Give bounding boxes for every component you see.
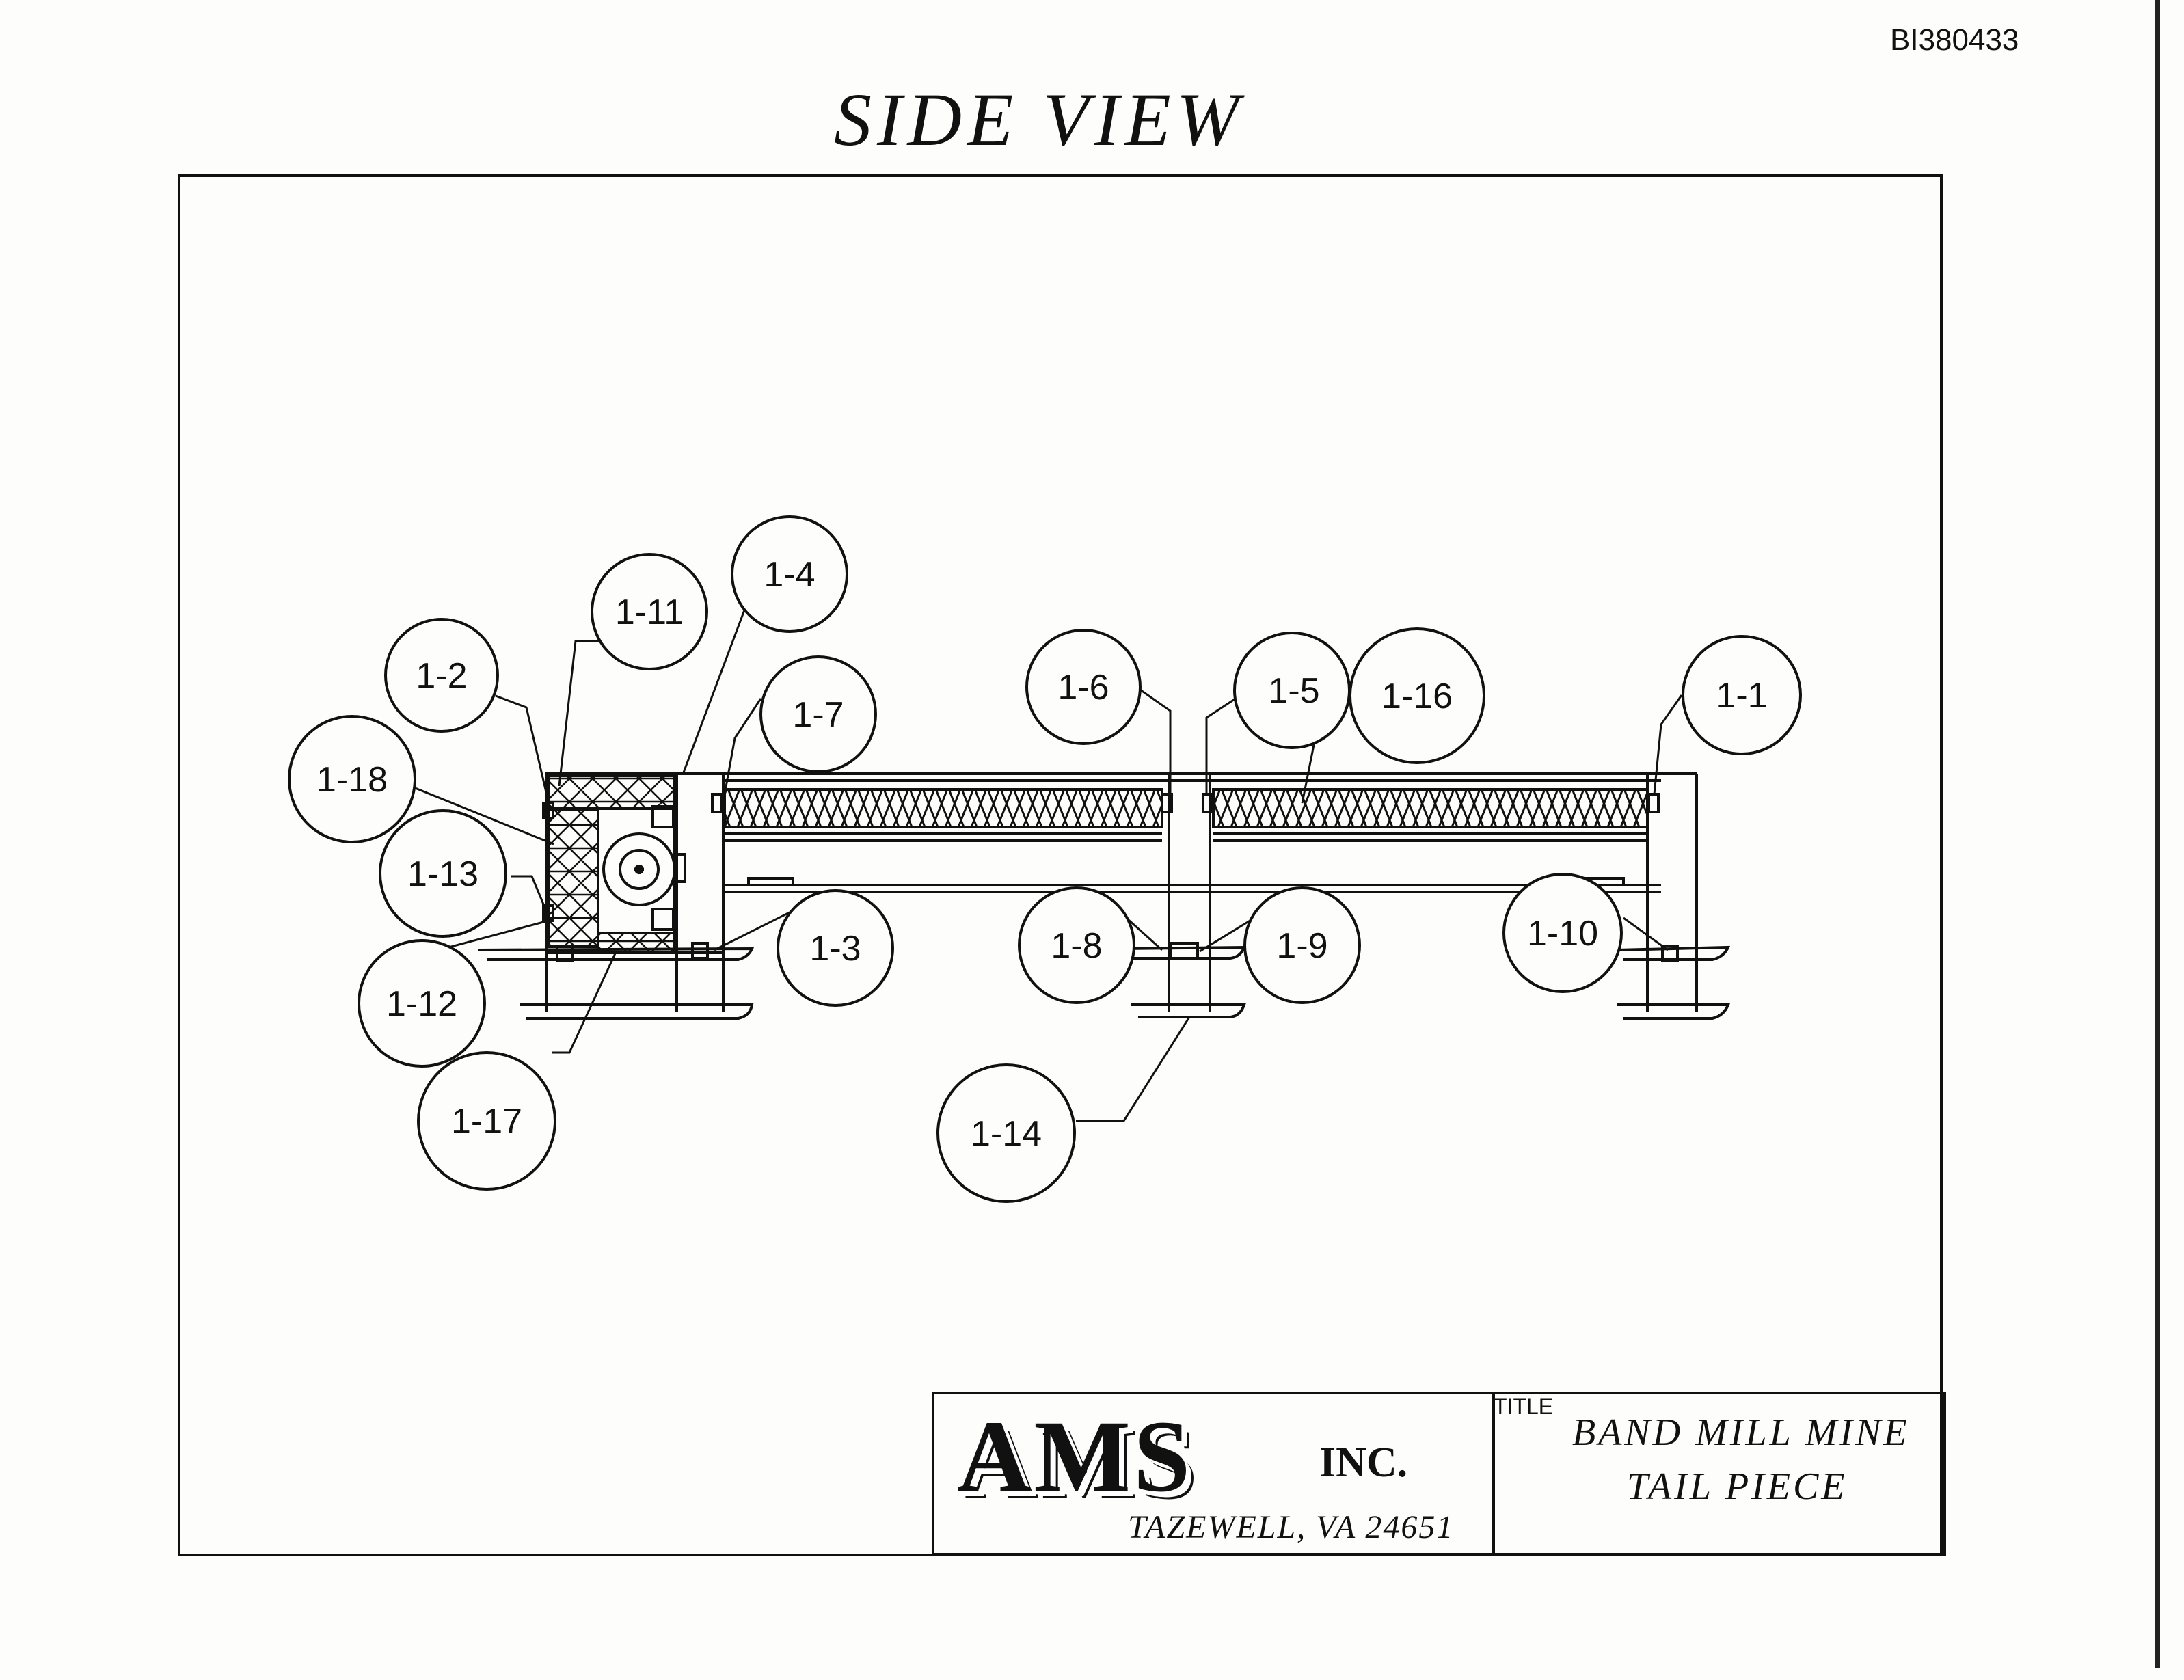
- svg-text:1-10: 1-10: [1527, 914, 1598, 953]
- callout-1-12: 1-12: [358, 939, 486, 1068]
- callout-1-5: 1-5: [1233, 632, 1351, 749]
- callout-1-17: 1-17: [417, 1051, 556, 1191]
- callout-1-14: 1-14: [936, 1063, 1076, 1203]
- truss-right: [1212, 788, 1649, 828]
- svg-text:1-4: 1-4: [764, 555, 815, 595]
- housing-mesh-top: [548, 774, 676, 810]
- document-id: BI380433: [1890, 23, 2019, 57]
- svg-text:1-8: 1-8: [1051, 926, 1102, 966]
- drawing-title-line1: BAND MILL MINE: [1572, 1411, 1910, 1454]
- callouts: 1-1 1-2 1-3 1-4 1-5 1-6 1-7 1-8 1-9 1-10…: [288, 515, 1802, 1203]
- callout-1-11: 1-11: [591, 553, 708, 670]
- leader-lines: [399, 580, 1683, 1122]
- truss-left: [723, 788, 1163, 828]
- company-address: TAZEWELL, VA 24651: [1128, 1509, 1455, 1545]
- page-edge-shadow: [2155, 0, 2160, 1668]
- svg-text:1-14: 1-14: [971, 1114, 1042, 1154]
- callout-1-7: 1-7: [759, 655, 877, 773]
- svg-text:1-7: 1-7: [792, 695, 844, 735]
- svg-text:1-1: 1-1: [1716, 676, 1767, 716]
- callout-1-8: 1-8: [1018, 886, 1135, 1004]
- svg-text:1-5: 1-5: [1268, 671, 1319, 711]
- tail-pulley-outer: [602, 832, 676, 906]
- callout-1-18: 1-18: [288, 715, 416, 843]
- callout-1-4: 1-4: [731, 515, 848, 633]
- svg-text:1-12: 1-12: [386, 984, 457, 1024]
- callout-1-9: 1-9: [1243, 886, 1361, 1004]
- svg-text:1-17: 1-17: [451, 1102, 522, 1141]
- callout-1-1: 1-1: [1682, 635, 1802, 755]
- drawing-title-line2: TAIL PIECE: [1627, 1465, 1848, 1508]
- title-field-label: TITLE: [1494, 1394, 1554, 1419]
- callout-1-10: 1-10: [1502, 873, 1623, 993]
- tail-pulley-inner: [619, 849, 660, 890]
- housing-mesh-left: [548, 809, 599, 948]
- callout-1-13: 1-13: [379, 809, 507, 938]
- company-logo: AMS: [957, 1400, 1194, 1513]
- svg-text:1-3: 1-3: [809, 929, 861, 968]
- callout-1-6: 1-6: [1025, 629, 1142, 745]
- callout-1-3: 1-3: [777, 889, 894, 1007]
- svg-text:1-16: 1-16: [1381, 677, 1453, 716]
- svg-text:1-2: 1-2: [416, 656, 467, 696]
- svg-text:1-9: 1-9: [1276, 926, 1327, 966]
- callout-1-16: 1-16: [1349, 627, 1485, 764]
- conveyor-structure: [478, 772, 1731, 1020]
- title-block-frame: [932, 1392, 1946, 1556]
- view-title: SIDE VIEW: [834, 78, 1245, 161]
- company-suffix: INC.: [1319, 1439, 1408, 1486]
- svg-text:1-13: 1-13: [407, 854, 478, 894]
- svg-text:1-6: 1-6: [1057, 668, 1109, 707]
- callout-1-2: 1-2: [384, 618, 499, 733]
- svg-text:1-18: 1-18: [316, 760, 388, 800]
- svg-text:1-11: 1-11: [615, 593, 684, 632]
